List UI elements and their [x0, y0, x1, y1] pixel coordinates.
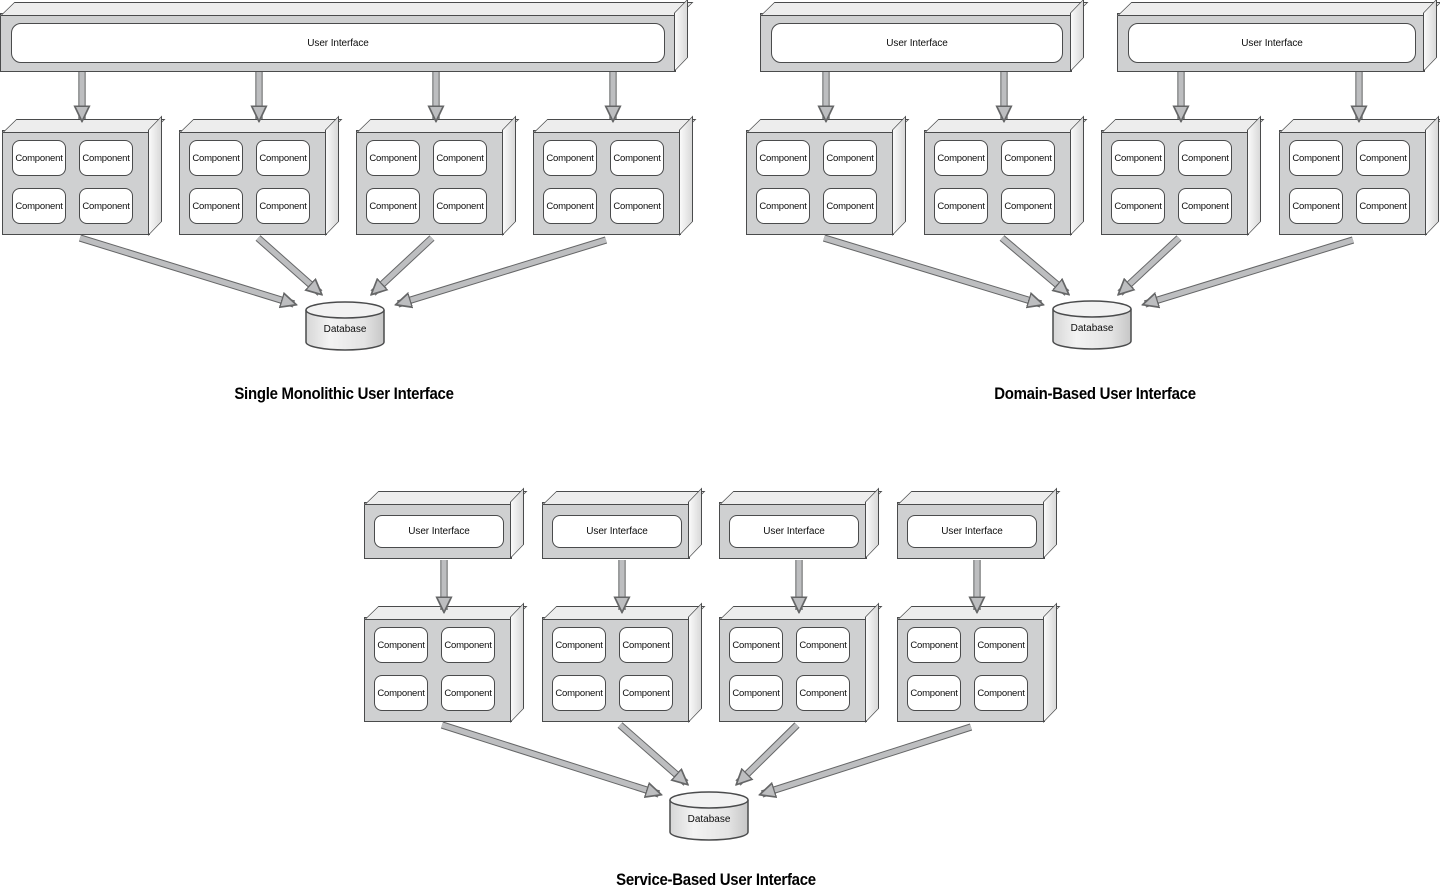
arrow: [255, 235, 320, 293]
component-box: Component: [796, 675, 850, 711]
service-ui-box: User Interface: [719, 502, 867, 559]
domain-ui-box: User Interface: [760, 13, 1072, 72]
component-box: Component: [1001, 140, 1055, 176]
component-box: Component: [256, 140, 310, 176]
monolithic-ui-box: User Interface: [0, 13, 676, 72]
component-group: Component Component Component Component: [1101, 130, 1249, 235]
domain-ui-box: User Interface: [1117, 13, 1425, 72]
component-box: Component: [729, 675, 783, 711]
service-ui-label: User Interface: [552, 515, 682, 548]
component-group: Component Component Component Component: [719, 617, 867, 722]
component-box: Component: [79, 140, 133, 176]
component-box: Component: [433, 140, 487, 176]
component-box: Component: [543, 140, 597, 176]
database-cylinder: Database: [1052, 300, 1132, 350]
component-box: Component: [1289, 188, 1343, 224]
database-label: Database: [688, 814, 731, 825]
component-box: Component: [366, 140, 420, 176]
component-group: Component Component Component Component: [1279, 130, 1427, 235]
arrow: [1120, 235, 1182, 293]
diagram-title-service-based: Service-Based User Interface: [616, 870, 816, 889]
database-cylinder: Database: [669, 791, 749, 841]
service-ui-box: User Interface: [897, 502, 1045, 559]
component-box: Component: [974, 627, 1028, 663]
component-box: Component: [441, 627, 495, 663]
diagram-title-single-monolithic: Single Monolithic User Interface: [234, 384, 454, 403]
component-box: Component: [610, 140, 664, 176]
component-box: Component: [796, 627, 850, 663]
component-box: Component: [907, 675, 961, 711]
component-box: Component: [552, 627, 606, 663]
database-cylinder: Database: [305, 301, 385, 351]
component-box: Component: [374, 627, 428, 663]
component-box: Component: [823, 188, 877, 224]
component-box: Component: [552, 675, 606, 711]
component-box: Component: [256, 188, 310, 224]
database-label: Database: [1071, 323, 1114, 334]
component-box: Component: [79, 188, 133, 224]
component-group: Component Component Component Component: [356, 130, 504, 235]
component-box: Component: [619, 627, 673, 663]
component-box: Component: [619, 675, 673, 711]
arrow: [398, 236, 608, 304]
arrow: [999, 235, 1067, 293]
arrow: [738, 722, 800, 783]
component-group: Component Component Component Component: [746, 130, 894, 235]
component-box: Component: [934, 188, 988, 224]
component-group: Component Component Component Component: [897, 617, 1045, 722]
arrow: [440, 721, 659, 794]
component-box: Component: [1178, 188, 1232, 224]
component-box: Component: [1178, 140, 1232, 176]
component-box: Component: [12, 188, 66, 224]
component-group: Component Component Component Component: [2, 130, 150, 235]
arrow: [822, 234, 1041, 304]
monolithic-ui-label: User Interface: [11, 23, 665, 63]
domain-ui-label: User Interface: [771, 23, 1063, 63]
component-box: Component: [12, 140, 66, 176]
component-box: Component: [433, 188, 487, 224]
arrow: [762, 723, 973, 794]
component-box: Component: [1111, 140, 1165, 176]
service-ui-box: User Interface: [364, 502, 512, 559]
component-box: Component: [189, 188, 243, 224]
arrow: [373, 235, 435, 293]
component-box: Component: [610, 188, 664, 224]
component-box: Component: [823, 140, 877, 176]
component-group: Component Component Component Component: [542, 617, 690, 722]
service-ui-label: User Interface: [729, 515, 859, 548]
arrow: [1145, 236, 1355, 304]
component-box: Component: [729, 627, 783, 663]
component-box: Component: [1111, 188, 1165, 224]
arrow: [78, 234, 294, 304]
database-label: Database: [324, 324, 367, 335]
component-box: Component: [756, 140, 810, 176]
component-box: Component: [974, 675, 1028, 711]
component-group: Component Component Component Component: [533, 130, 681, 235]
component-group: Component Component Component Component: [364, 617, 512, 722]
component-box: Component: [374, 675, 428, 711]
service-ui-box: User Interface: [542, 502, 690, 559]
service-ui-label: User Interface: [907, 515, 1037, 548]
component-box: Component: [543, 188, 597, 224]
arrow: [617, 722, 686, 783]
component-box: Component: [1356, 188, 1410, 224]
component-group: Component Component Component Component: [179, 130, 327, 235]
component-box: Component: [1001, 188, 1055, 224]
component-group: Component Component Component Component: [924, 130, 1072, 235]
component-box: Component: [934, 140, 988, 176]
service-ui-label: User Interface: [374, 515, 504, 548]
component-box: Component: [907, 627, 961, 663]
component-box: Component: [1289, 140, 1343, 176]
component-box: Component: [366, 188, 420, 224]
diagram-title-domain-based: Domain-Based User Interface: [994, 384, 1196, 403]
domain-ui-label: User Interface: [1128, 23, 1416, 63]
component-box: Component: [756, 188, 810, 224]
component-box: Component: [441, 675, 495, 711]
component-box: Component: [189, 140, 243, 176]
component-box: Component: [1356, 140, 1410, 176]
